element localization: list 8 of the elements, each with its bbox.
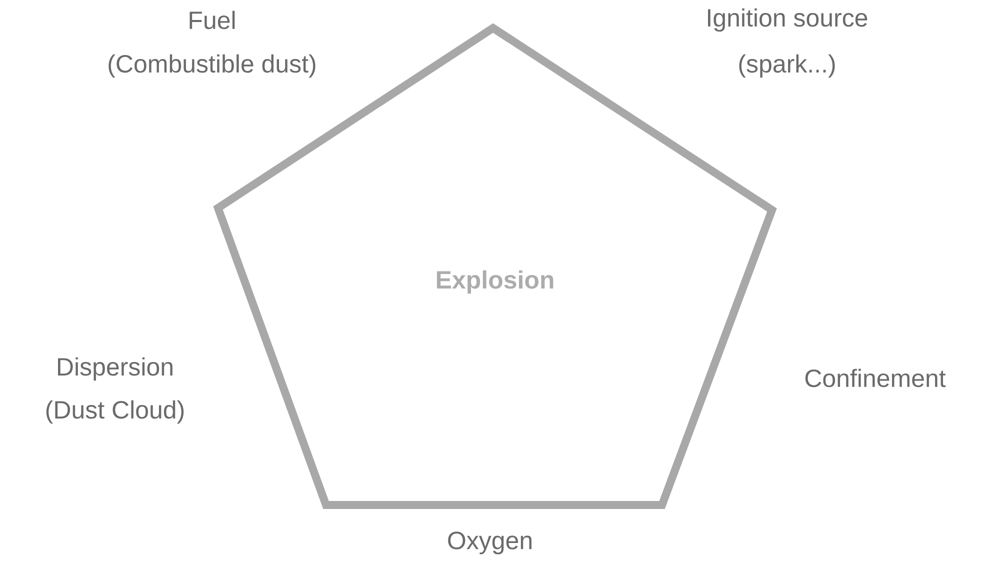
side-label: (Dust Cloud) [46,400,184,424]
side-label: Dispersion [58,357,172,381]
side-label: Oxygen [448,532,532,554]
side-label: (spark...) [739,54,835,78]
side-label: Fuel [190,10,235,30]
side-label: Confinement [805,368,946,388]
side-label: Ignition source [708,8,868,32]
side-label: (Combustible dust) [108,54,316,78]
